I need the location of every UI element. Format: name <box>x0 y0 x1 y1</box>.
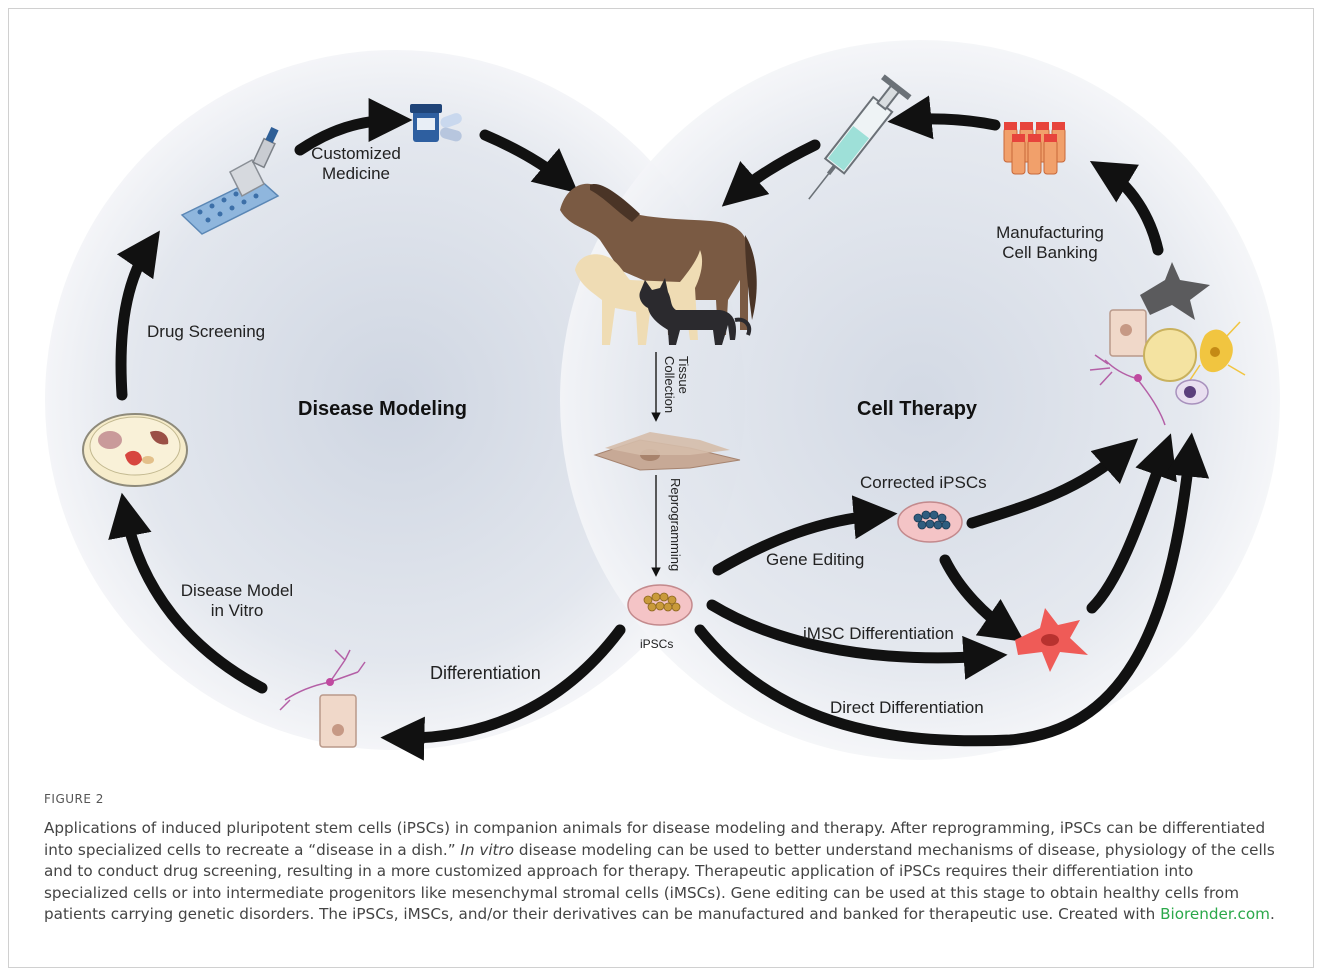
ipscs-label: iPSCs <box>640 637 674 651</box>
fibroblast-icon <box>593 432 741 471</box>
organ-dish-icon <box>82 413 188 487</box>
specialized-cells-icon <box>1109 262 1246 405</box>
direct-differentiation-label: Direct Differentiation <box>830 698 984 717</box>
tissue-label-line-2: Collection <box>662 356 677 414</box>
tissue-collection-label: Tissue Collection <box>662 356 691 418</box>
biorender-link[interactable]: Biorender.com <box>1160 905 1270 923</box>
disease-model-line-1: Disease Model <box>180 581 294 600</box>
imsc-differentiation-label: iMSC Differentiation <box>803 624 954 643</box>
figure-caption: FIGURE 2 Applications of induced pluripo… <box>44 792 1280 926</box>
figure-number: FIGURE 2 <box>44 792 104 806</box>
animals-icon <box>560 183 757 345</box>
manufacturing-line-1: Manufacturing <box>996 223 1104 242</box>
tissue-label-line-1: Tissue <box>676 356 691 394</box>
caption-text: Applications of induced pluripotent stem… <box>44 818 1280 926</box>
syringe-icon <box>808 74 912 200</box>
reprogramming-label: Reprogramming <box>668 478 683 572</box>
manufacturing-label: Manufacturing Cell Banking <box>980 223 1120 263</box>
diagram-graphics <box>45 40 1280 761</box>
customized-medicine-label: Customized Medicine <box>306 144 406 184</box>
diagram: Disease Modeling Cell Therapy Customized… <box>45 40 1280 761</box>
pipette-plate-icon <box>180 126 280 235</box>
customized-medicine-line-2: Medicine <box>321 164 391 183</box>
gene-editing-label: Gene Editing <box>766 550 865 569</box>
caption-end: . <box>1269 905 1275 923</box>
caption-part-1: Applications of induced pluripotent stem… <box>44 819 1266 859</box>
disease-model-line-2: in Vitro <box>210 601 264 620</box>
cycle-arrows-right <box>694 95 1210 747</box>
caption-italic: In vitro <box>460 840 515 859</box>
customized-medicine-line-1: Customized <box>311 144 401 163</box>
manufacturing-line-2: Cell Banking <box>1002 243 1098 262</box>
cell-therapy-circle <box>560 40 1280 760</box>
drug-screening-label: Drug Screening <box>147 322 266 341</box>
disease-model-label: Disease Model in Vitro <box>172 581 302 621</box>
corrected-dish-icon <box>897 501 963 543</box>
differentiation-label: Differentiation <box>430 663 541 683</box>
msc-cell-icon <box>1015 608 1088 672</box>
tubes-icon <box>1003 122 1066 175</box>
cycle-arrows-left <box>108 98 626 761</box>
neuron-cells-icon <box>1089 354 1166 426</box>
disease-modeling-title: Disease Modeling <box>298 398 467 420</box>
ipsc-dish-icon <box>627 584 693 626</box>
cell-therapy-title: Cell Therapy <box>857 398 978 420</box>
caption-part-2: disease modeling can be used to better u… <box>44 840 1275 924</box>
corrected-ipscs-label: Corrected iPSCs <box>860 473 987 492</box>
differentiated-cells-icon <box>279 649 366 748</box>
pills-icon <box>410 104 462 142</box>
